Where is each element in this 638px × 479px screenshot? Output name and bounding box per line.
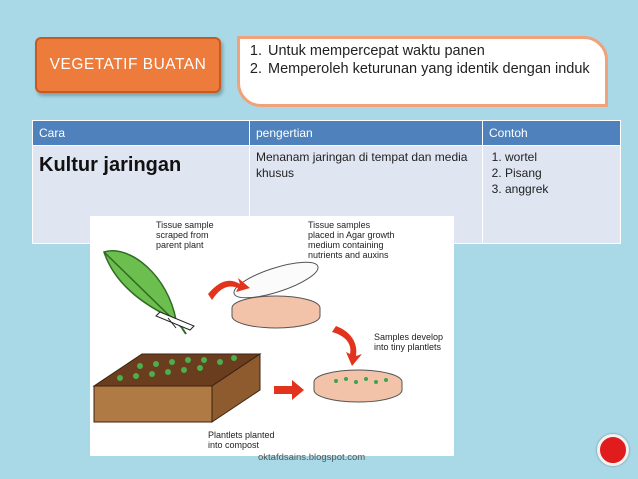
label-samples-develop: Samples develop into tiny plantlets (374, 332, 446, 352)
arrow-icon (208, 278, 250, 300)
label-line: Samples develop (374, 332, 443, 342)
tissue-culture-illustration: Tissue sample scraped from parent plant … (90, 216, 454, 456)
list-item: wortel (505, 149, 614, 165)
list-item: anggrek (505, 181, 614, 197)
goals-list: Untuk mempercepat waktu panen Memperoleh… (248, 42, 597, 78)
label-line: parent plant (156, 240, 204, 250)
label-line: nutrients and auxins (308, 250, 389, 260)
compost-tray-icon (92, 353, 262, 423)
header-cara: Cara (32, 120, 250, 146)
arrow-icon (274, 380, 304, 400)
goal-item: Untuk mempercepat waktu panen (266, 42, 597, 60)
scalpel-icon (155, 311, 195, 331)
label-line: Tissue sample (156, 220, 214, 230)
label-line: placed in Agar growth (308, 230, 395, 240)
cell-contoh: wortel Pisang anggrek (482, 145, 621, 244)
label-line: into compost (208, 440, 260, 450)
petri-dish-agar-icon (231, 261, 321, 329)
label-tissue-samples: Tissue samples placed in Agar growth med… (308, 220, 397, 260)
table-header-row: Cara pengertian Contoh (32, 120, 621, 146)
label-line: Tissue samples (308, 220, 371, 230)
label-line: medium containing (308, 240, 384, 250)
label-plantlets: Plantlets planted into compost (208, 430, 277, 450)
label-line: Plantlets planted (208, 430, 275, 440)
header-pengertian: pengertian (249, 120, 483, 146)
badge-label: VEGETATIF BUATAN (49, 56, 207, 73)
source-footer: oktafdsains.blogspot.com (258, 452, 366, 463)
list-item: Pisang (505, 165, 614, 181)
next-slide-button[interactable] (597, 434, 629, 466)
contoh-list: wortel Pisang anggrek (489, 149, 614, 197)
arrow-icon (332, 326, 362, 366)
petri-dish-plantlets-icon (313, 369, 403, 403)
vegetatif-buatan-badge: VEGETATIF BUATAN (35, 37, 221, 93)
label-line: into tiny plantlets (374, 342, 442, 352)
label-line: scraped from (156, 230, 209, 240)
label-tissue-sample: Tissue sample scraped from parent plant (156, 220, 216, 250)
header-contoh: Contoh (482, 120, 621, 146)
goal-item: Memperoleh keturunan yang identik dengan… (266, 60, 597, 78)
goals-box: Untuk mempercepat waktu panen Memperoleh… (237, 36, 608, 107)
